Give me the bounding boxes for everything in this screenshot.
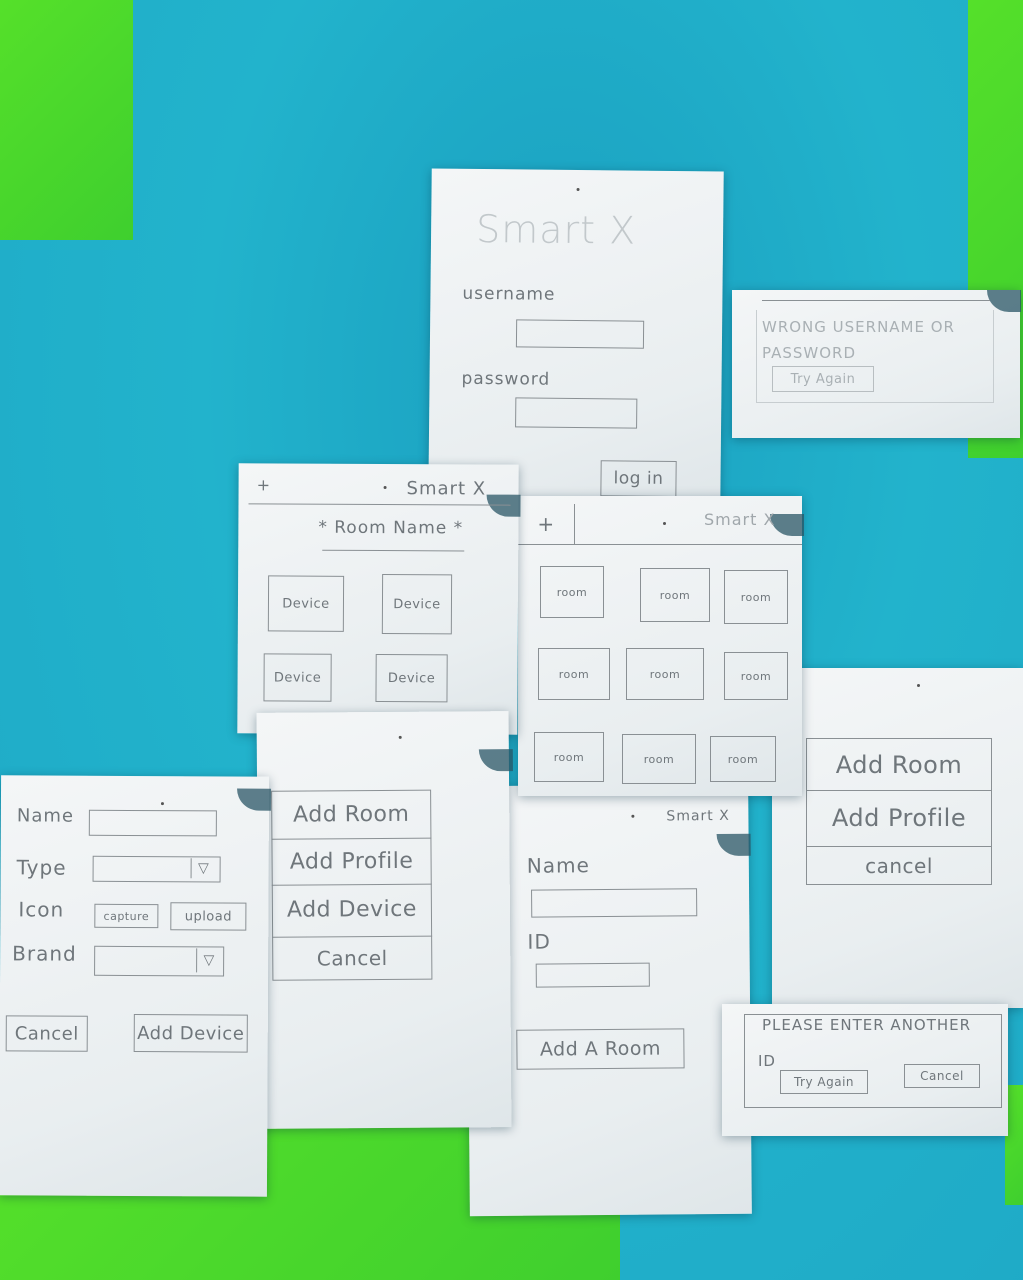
room-name-field[interactable] [531,888,698,918]
add-device-form-sketch: Name Type ▽ Icon capture upload Brand ▽ … [0,775,272,1197]
username-label: username [462,283,556,305]
header-line [248,503,511,506]
header-line [518,544,802,545]
invalid-id-dialog: PLEASE ENTER ANOTHER ID Try Again Cancel [722,1004,1008,1136]
device-tile[interactable]: Device [267,575,345,632]
menu-add-device[interactable]: Add Device [286,896,417,923]
login-button[interactable]: log in [600,460,677,498]
login-sketch: Smart X username password log in [428,168,724,507]
room-tile[interactable]: room [534,732,604,782]
room-name-heading: * Room Name * [318,517,464,539]
add-room-plus-button[interactable]: + [518,504,575,545]
dialog-frame [756,310,994,403]
icon-label: Icon [18,897,65,922]
device-tile[interactable]: Device [263,653,332,702]
camera-dot [383,486,387,490]
login-title: Smart X [475,206,637,253]
rooms-grid-sketch: + Smart X room room room room room room … [518,496,804,796]
add-device-plus[interactable]: + [256,475,272,495]
password-field[interactable] [515,397,638,429]
paper-curl [987,290,1021,312]
add-room-title: Smart X [666,807,730,825]
room-tile[interactable]: room [710,736,776,782]
name-label: Name [526,853,590,878]
room-tile[interactable]: room [538,648,610,700]
chevron-down-icon[interactable]: ▽ [196,948,222,973]
camera-dot [631,814,635,818]
menu-frame [806,738,992,885]
device-tile[interactable]: Device [381,574,453,635]
username-field[interactable] [515,319,645,349]
dialog-top-line [762,300,990,301]
paper-curl [236,788,272,811]
upload-button[interactable]: upload [170,902,247,931]
camera-dot [398,735,402,739]
id-label: ID [527,929,551,954]
try-again-button[interactable]: Try Again [772,366,874,392]
name-label: Name [16,805,75,827]
password-label: password [461,368,551,390]
dialog-frame [744,1014,1002,1108]
room-menu-sketch: Add Room Add Profile Add Device Cancel [256,711,513,1129]
room-screen-title: Smart X [406,478,487,500]
menu-add-room[interactable]: Add Room [293,801,410,828]
menu-add-profile[interactable]: Add Profile [289,848,414,875]
camera-dot [917,684,920,687]
brand-label: Brand [12,941,77,966]
room-tile[interactable]: room [540,566,604,618]
error-message-line2: PASSWORD [762,344,857,362]
room-tile[interactable]: room [640,568,710,622]
device-name-field[interactable] [88,809,217,837]
menu-cancel[interactable]: Cancel [316,945,388,971]
camera-dot [576,187,580,192]
menu-cancel[interactable]: cancel [865,854,933,878]
rooms-title: Smart X [704,510,776,529]
menu-add-profile[interactable]: Add Profile [831,804,967,832]
camera-dot [160,802,164,806]
try-again-button[interactable]: Try Again [780,1070,868,1094]
green-paper-bottom-right [1005,1085,1023,1205]
menu-add-room[interactable]: Add Room [835,751,963,779]
room-name-underline [322,549,465,552]
cancel-button[interactable]: Cancel [904,1064,980,1088]
room-devices-sketch: + Smart X * Room Name * Device Device De… [237,463,521,735]
error-message-line1: WRONG USERNAME OR [762,318,955,336]
type-label: Type [16,855,67,880]
green-paper-top-left [0,0,133,240]
error-message-line2: ID [758,1052,776,1070]
error-message-line1: PLEASE ENTER ANOTHER [762,1016,972,1034]
cancel-button[interactable]: Cancel [5,1015,88,1052]
paper-curl [716,833,751,857]
wrong-credentials-dialog: WRONG USERNAME OR PASSWORD Try Again [732,290,1021,438]
paper-curl [770,514,804,536]
room-tile[interactable]: room [724,570,788,624]
device-tile[interactable]: Device [375,653,448,703]
add-device-button[interactable]: Add Device [133,1013,248,1053]
add-a-room-button[interactable]: Add A Room [516,1028,685,1070]
room-tile[interactable]: room [724,652,788,700]
home-menu-sketch: Add Room Add Profile cancel [772,668,1023,1008]
camera-dot [663,522,666,525]
chevron-down-icon[interactable]: ▽ [190,858,216,879]
menu-divider [806,790,992,791]
room-id-field[interactable] [535,962,650,988]
paper-curl [478,749,513,772]
room-tile[interactable]: room [622,734,696,784]
menu-divider [806,846,992,847]
room-tile[interactable]: room [626,648,704,700]
capture-button[interactable]: capture [94,903,159,929]
